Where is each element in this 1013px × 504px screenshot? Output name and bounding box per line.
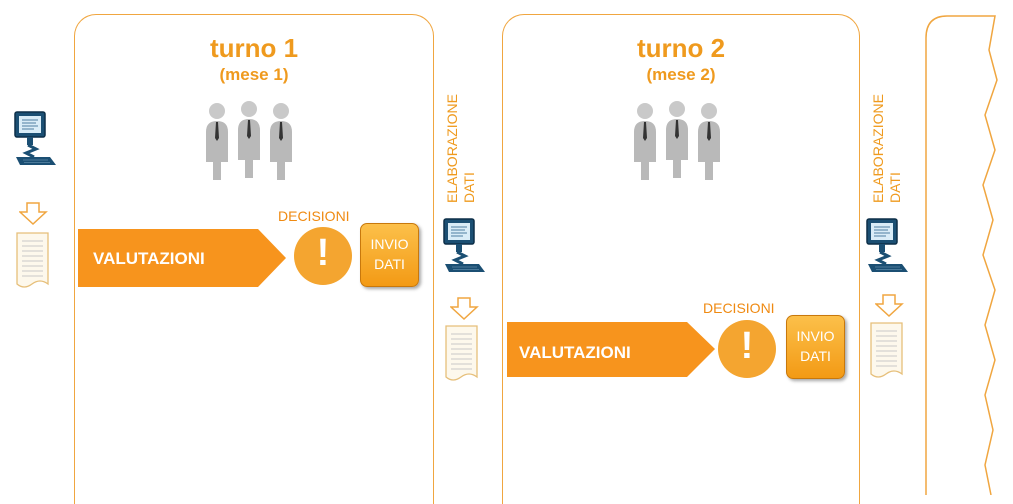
round-subtitle: (mese 1): [219, 65, 289, 84]
valutazioni-label: VALUTAZIONI: [519, 343, 631, 362]
down-arrow-icon: [19, 202, 47, 225]
round-1-panel: turno 1 (mese 1): [74, 14, 434, 504]
invio-label: INVIO: [370, 236, 409, 252]
valutazioni-arrow: [507, 322, 715, 377]
round-title: turno 2: [636, 33, 726, 63]
computer-icon: [443, 218, 487, 274]
down-arrow-icon: [875, 294, 903, 317]
people-icon: [206, 100, 316, 180]
document-icon: [870, 322, 903, 378]
exclamation-icon: !: [294, 227, 352, 285]
people-icon: [634, 100, 744, 180]
valutazioni-label: VALUTAZIONI: [93, 249, 205, 268]
computer-icon: [14, 111, 58, 167]
valutazioni-arrow: [78, 229, 286, 287]
invio-dati-button[interactable]: INVIO DATI: [786, 315, 845, 379]
round-2-panel: turno 2 (mese 2): [502, 14, 860, 504]
decisioni-label: DECISIONI: [703, 300, 775, 316]
dati-label: DATI: [374, 256, 405, 272]
down-arrow-icon: [450, 297, 478, 320]
invio-dati-button[interactable]: INVIO DATI: [360, 223, 419, 287]
exclamation-icon: !: [718, 320, 776, 378]
round-title: turno 1: [209, 33, 299, 63]
dati-label: DATI: [800, 348, 831, 364]
round-3-panel: [925, 15, 998, 495]
computer-icon: [866, 218, 910, 274]
document-icon: [445, 325, 478, 381]
document-icon: [16, 232, 49, 288]
invio-label: INVIO: [796, 328, 835, 344]
decisioni-label: DECISIONI: [278, 208, 350, 224]
round-subtitle: (mese 2): [646, 65, 716, 84]
